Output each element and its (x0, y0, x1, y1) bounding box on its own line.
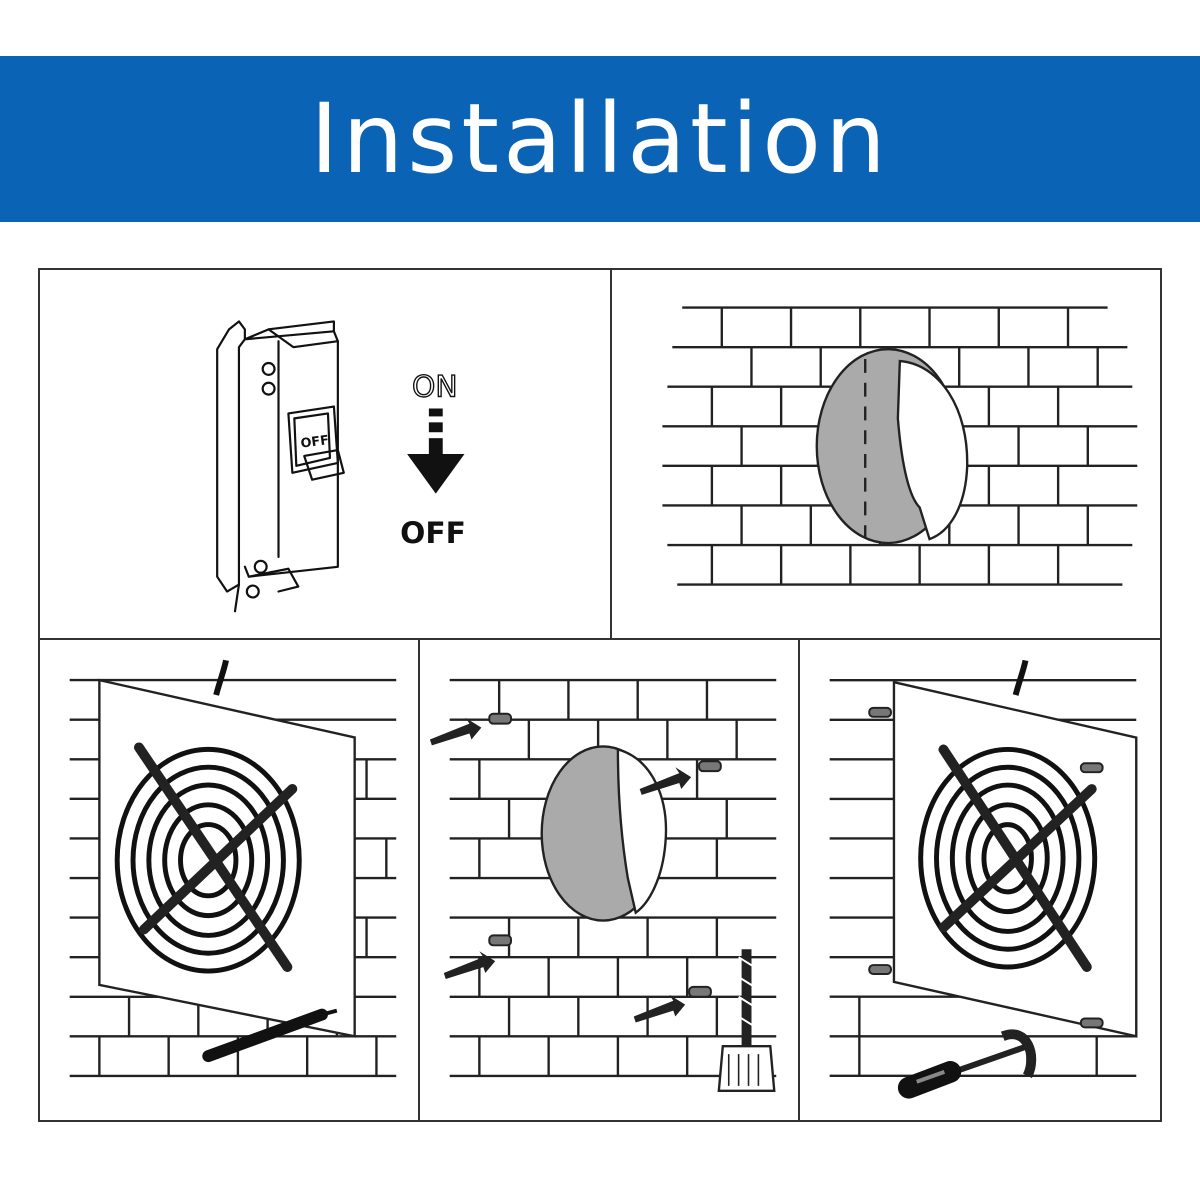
screw-icons (868, 706, 1104, 1029)
breaker-switch-label: OFF (300, 433, 330, 452)
drill-anchors-illustration (429, 678, 777, 1092)
wall-hole-illustration (662, 306, 1138, 586)
step-5-panel (798, 638, 1162, 1122)
fan-mark-illustration (69, 659, 397, 1078)
rotate-arrow-icon (1000, 1029, 1037, 1079)
fan-guard-icon (114, 746, 302, 974)
header-banner: Installation (0, 56, 1200, 222)
anchor-arrow-icons (429, 717, 692, 1023)
indicator-off-label: OFF (400, 515, 466, 550)
step-1-panel: OFF ON OFF (38, 268, 612, 640)
page-title: Installation (310, 83, 890, 195)
fan-screw-illustration (829, 659, 1138, 1099)
step-3-panel (38, 638, 420, 1122)
wall-anchor-icons (488, 712, 722, 998)
fan-guard-icon (918, 746, 1098, 970)
circuit-breaker-illustration: OFF ON OFF (216, 320, 466, 613)
pencil-icon (202, 1008, 338, 1063)
step-2-panel (610, 268, 1162, 640)
drill-bit-icon (717, 949, 776, 1092)
arrow-down-icon (407, 408, 465, 494)
indicator-on-label: ON (412, 369, 458, 404)
step-4-panel (418, 638, 800, 1122)
screwdriver-icon (897, 1043, 1031, 1099)
